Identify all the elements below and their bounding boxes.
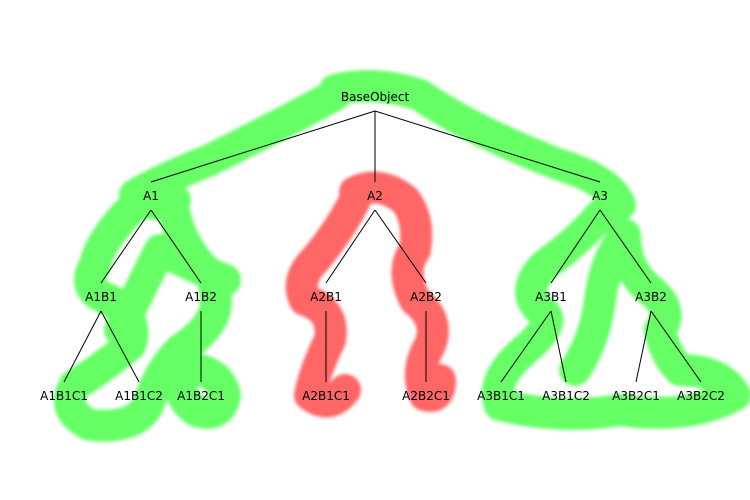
node-A3B2C1: A3B2C1 xyxy=(612,389,660,403)
edge-A3B2-A3B2C1 xyxy=(635,310,652,383)
node-A2B1: A2B1 xyxy=(310,290,342,304)
edge-A1B1-A1B1C2 xyxy=(100,310,140,383)
highlight-a1-subtree xyxy=(54,189,232,442)
edge-layer xyxy=(63,110,702,383)
highlight-base-a1 xyxy=(119,79,351,220)
node-A3: A3 xyxy=(592,189,608,203)
highlight-a1-links xyxy=(104,234,241,346)
highlight-a2-right xyxy=(339,171,456,412)
node-A1B1C2: A1B1C2 xyxy=(115,389,163,403)
highlight-a3-subtree xyxy=(481,194,750,430)
node-A2B1C1: A2B1C1 xyxy=(302,389,350,403)
node-A3B1C2: A3B1C2 xyxy=(542,389,590,403)
highlight-a1b2c1 xyxy=(165,354,241,429)
highlight-a2-left xyxy=(285,184,371,418)
node-A1B2: A1B2 xyxy=(185,290,217,304)
edge-A3B1-A3B1C1 xyxy=(500,310,552,383)
highlight-base-a3 xyxy=(319,70,636,221)
node-A2B2: A2B2 xyxy=(410,290,442,304)
node-A3B2C2: A3B2C2 xyxy=(677,389,725,403)
edge-A2-A2B1 xyxy=(325,209,376,284)
node-A1B1C1: A1B1C1 xyxy=(40,389,88,403)
node-A2: A2 xyxy=(367,189,383,203)
node-A1B2C1: A1B2C1 xyxy=(177,389,225,403)
highlight-layer xyxy=(54,70,750,442)
node-A3B1: A3B1 xyxy=(535,290,567,304)
edge-A1B1-A1B1C1 xyxy=(63,310,102,383)
node-BaseObject: BaseObject xyxy=(341,90,410,104)
node-A3B2: A3B2 xyxy=(635,290,667,304)
edge-A1-A1B1 xyxy=(100,209,152,284)
edge-A3B1-A3B1C2 xyxy=(550,310,567,383)
node-A1B1: A1B1 xyxy=(85,290,117,304)
edge-BaseObject-A1 xyxy=(150,110,376,183)
edge-A3-A3B2 xyxy=(599,209,652,284)
node-A3B1C1: A3B1C1 xyxy=(477,389,525,403)
edge-BaseObject-A3 xyxy=(374,110,601,183)
edge-A2-A2B2 xyxy=(374,209,427,284)
edge-A3-A3B1 xyxy=(550,209,601,284)
edge-A3B2-A3B2C2 xyxy=(650,310,702,383)
node-A1: A1 xyxy=(143,189,159,203)
edge-A1-A1B2 xyxy=(150,209,202,284)
node-A2B2C1: A2B2C1 xyxy=(402,389,450,403)
